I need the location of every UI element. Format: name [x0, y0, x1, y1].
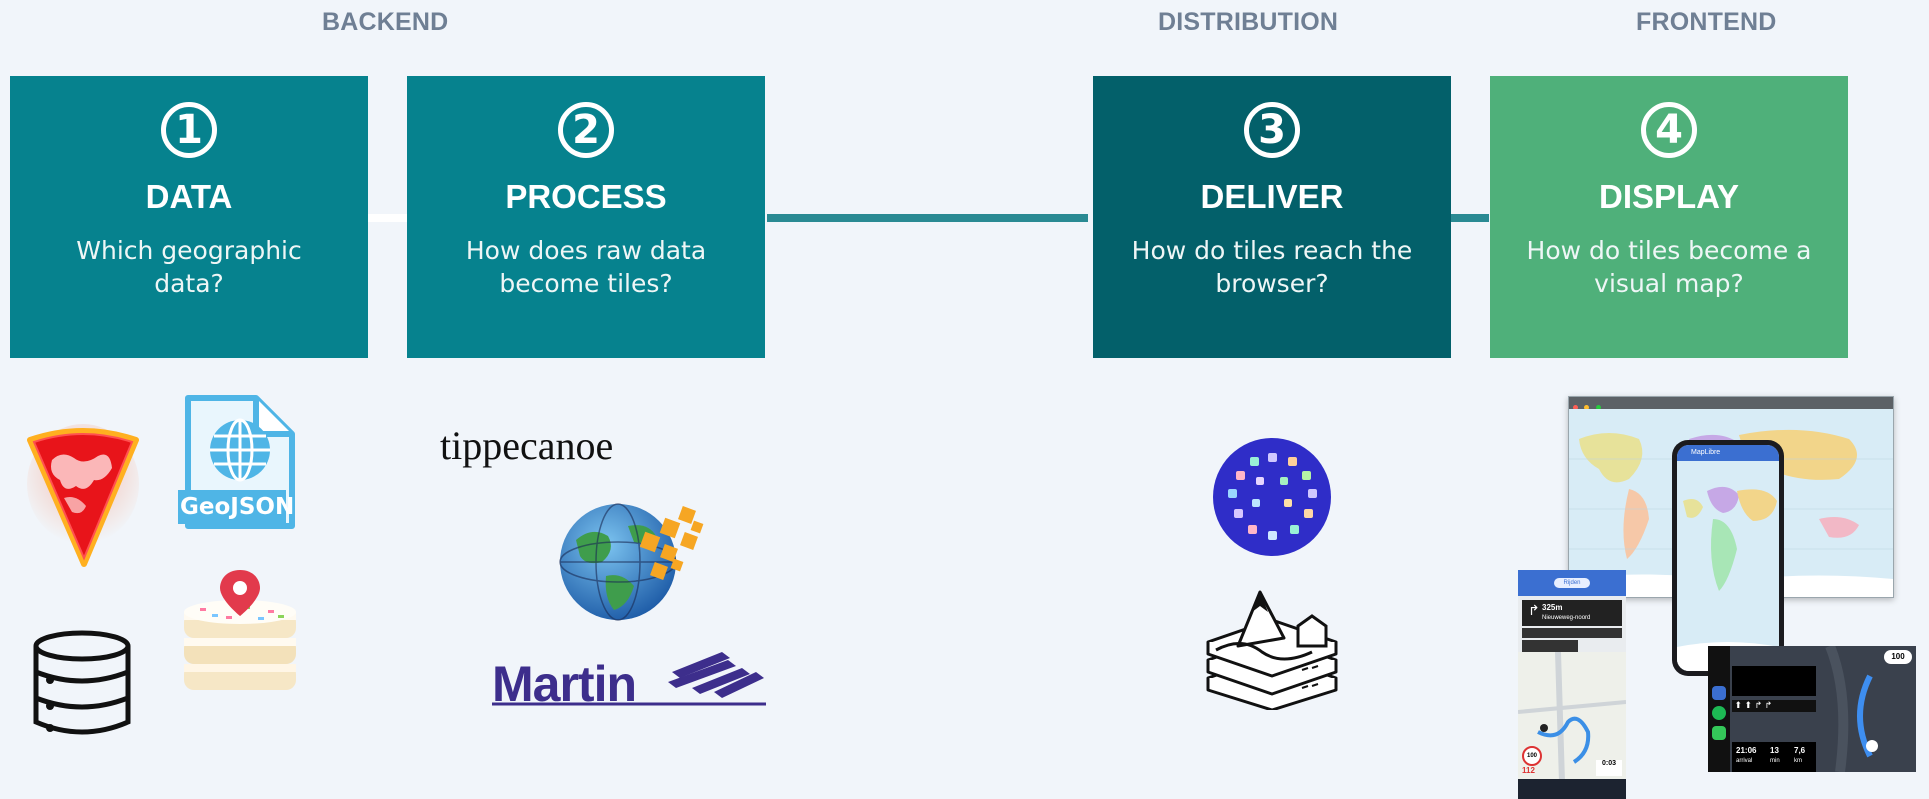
nav-instruction-panel: ↱ 325m Nieuweweg-noord	[1522, 600, 1622, 626]
step-title: DATA	[145, 178, 233, 215]
trip-minutes: 13	[1770, 746, 1779, 755]
car-app-sidebar	[1708, 646, 1730, 772]
nav-distance: 325m	[1542, 603, 1563, 612]
trip-minutes-label: min	[1770, 758, 1780, 764]
turn-arrow-icon: ↱	[1528, 602, 1540, 618]
martin-logo-graphic	[492, 652, 766, 706]
step-card-deliver: 3 DELIVER How do tiles reach the browser…	[1093, 76, 1451, 358]
geojson-file-icon	[178, 395, 295, 529]
step-card-display: 4 DISPLAY How do tiles become a visual m…	[1490, 76, 1848, 358]
layered-tiles-icon	[1206, 590, 1338, 710]
window-titlebar	[1569, 397, 1893, 410]
step-title: DISPLAY	[1599, 178, 1739, 215]
car-trip-info: 21:06 arrival 13 min 7,6 km	[1732, 742, 1816, 772]
phone-app-title: MapLibre	[1677, 445, 1779, 461]
car-lane-arrows: ⬆ ⬆ ↱ ↱	[1732, 700, 1816, 712]
step-number: 2	[558, 102, 614, 158]
step-title: DELIVER	[1200, 178, 1344, 215]
trip-arrival-label: arrival	[1736, 758, 1753, 764]
car-display-screenshot: ⬆ ⬆ ↱ ↱ 21:06 arrival 13 min 7,6 km 100	[1708, 646, 1916, 772]
section-backend: BACKEND	[322, 8, 449, 36]
phone-map-device: MapLibre	[1672, 440, 1784, 676]
step-card-data: 1 DATA Which geographic data?	[10, 76, 368, 358]
step-question: How do tiles reach the browser?	[1131, 236, 1413, 298]
neon-pizza-icon	[27, 424, 139, 567]
step-card-process: 2 PROCESS How does raw data become tiles…	[407, 76, 765, 358]
section-distribution: DISTRIBUTION	[1158, 8, 1339, 36]
drive-button[interactable]: Rijden	[1554, 578, 1590, 588]
cake-with-pin-icon	[184, 570, 296, 690]
database-icon	[33, 630, 131, 735]
nav-street: Nieuweweg-noord	[1542, 615, 1591, 621]
step-question: How do tiles become a visual map?	[1526, 236, 1812, 298]
trip-km-label: km	[1794, 758, 1802, 764]
trip-km: 7,6	[1794, 746, 1806, 755]
speed-limit-sign: 100	[1522, 746, 1542, 766]
step-question: How does raw data become tiles?	[465, 236, 707, 298]
connector-1-2	[367, 214, 407, 222]
nav-bottom-bar	[1518, 779, 1626, 799]
car-speed-limit: 100	[1884, 650, 1912, 664]
connector-2-3	[767, 214, 1088, 222]
eta-badge: 0:03	[1596, 760, 1622, 776]
step-question: Which geographic data?	[76, 236, 302, 298]
nav-app-screenshot: Rijden ↱ 325m Nieuweweg-noord 100 112 0:…	[1518, 570, 1626, 799]
phone-world-map	[1677, 461, 1779, 671]
tippecanoe-logo: tippecanoe	[440, 423, 614, 468]
step-number: 3	[1244, 102, 1300, 158]
lane-guidance	[1522, 628, 1622, 638]
section-frontend: FRONTEND	[1636, 8, 1777, 36]
tile-server-logo	[1213, 438, 1331, 556]
step-title: PROCESS	[505, 178, 667, 215]
connector-3-4	[1451, 214, 1489, 222]
globe-tiles-icon	[559, 503, 704, 621]
step-number: 4	[1641, 102, 1697, 158]
trip-arrival-time: 21:06	[1736, 746, 1757, 755]
lane-guidance-2	[1522, 640, 1578, 652]
current-speed: 112	[1522, 766, 1535, 775]
geojson-label: GeoJSON	[180, 494, 295, 520]
step-number: 1	[161, 102, 217, 158]
car-turn-panel	[1732, 666, 1816, 696]
